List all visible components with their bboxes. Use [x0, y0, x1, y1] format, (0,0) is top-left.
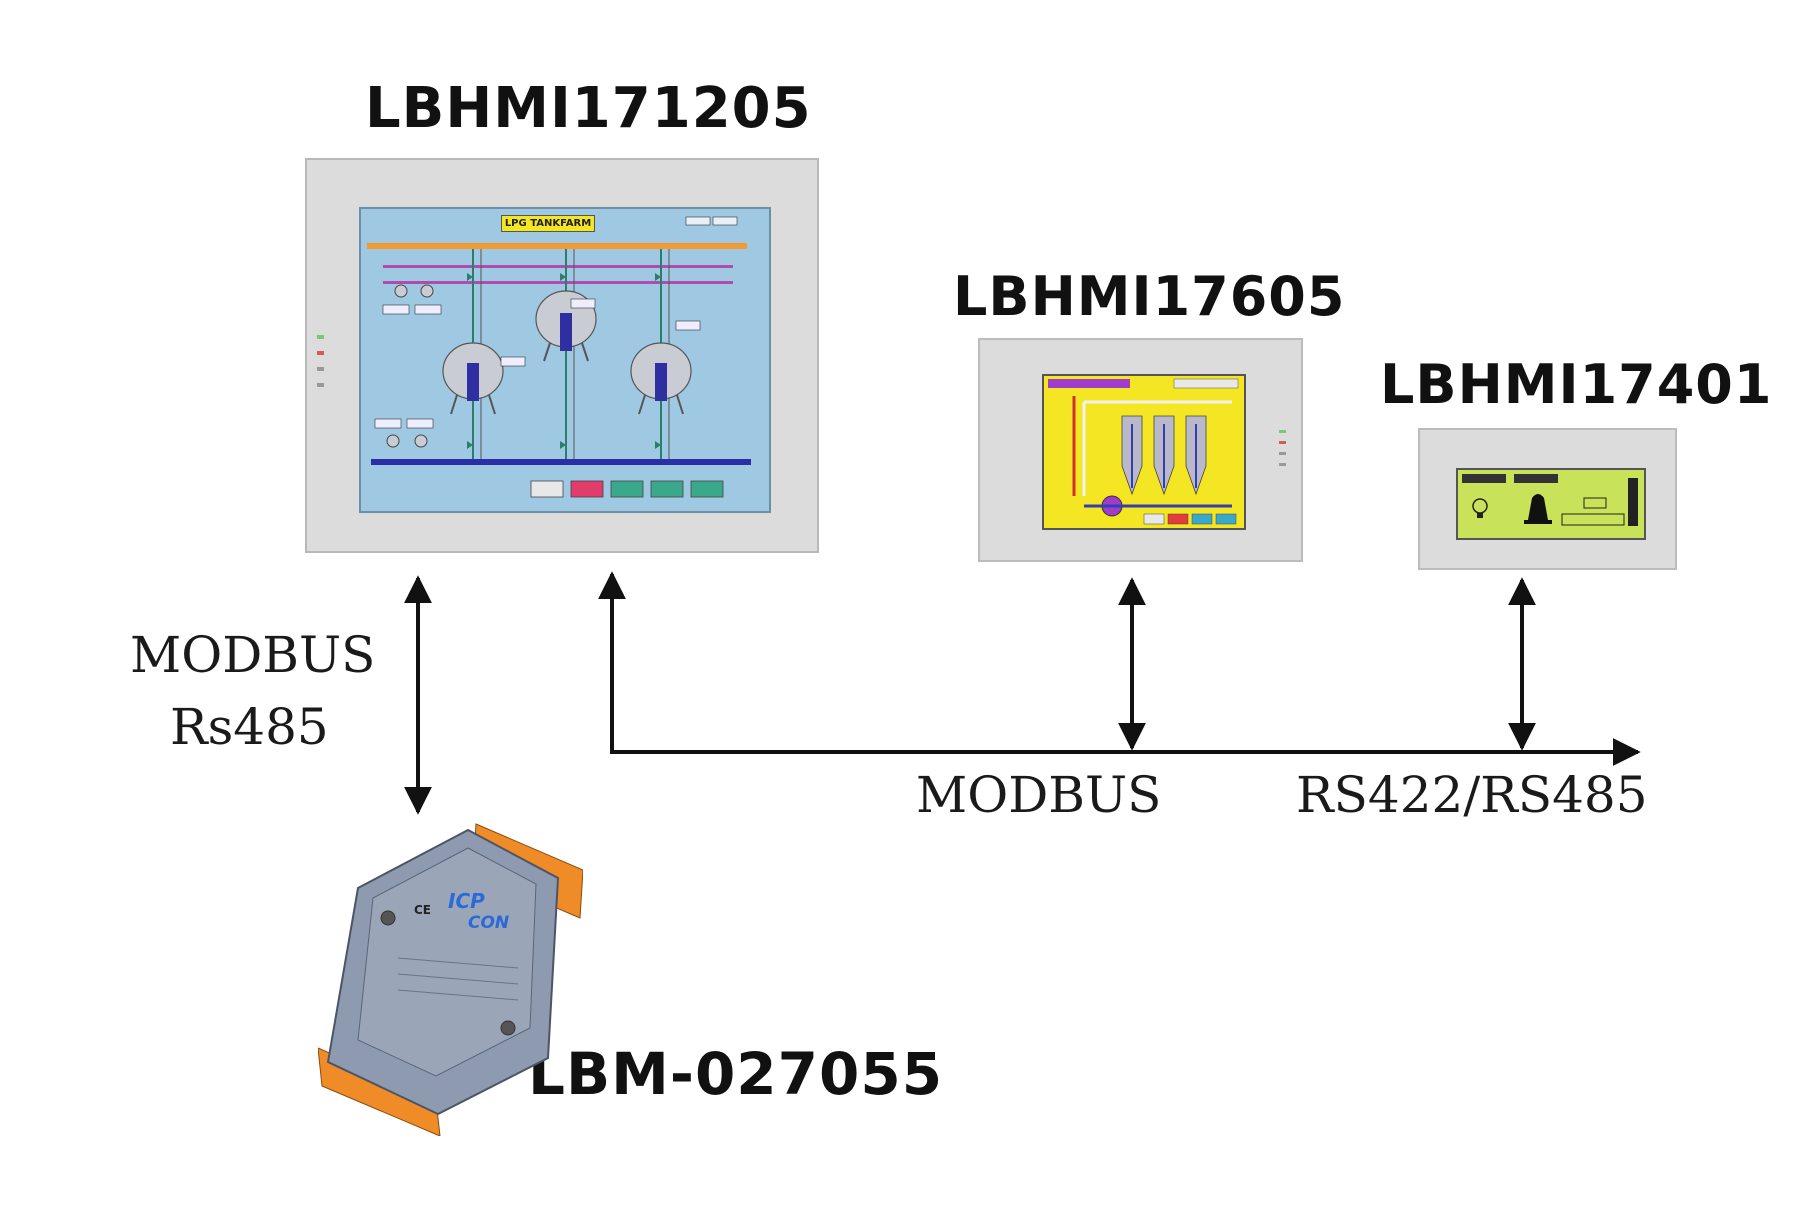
value-box: [570, 298, 596, 309]
top-header-pipe: [367, 243, 747, 249]
led-indicator: [317, 335, 324, 339]
valve: [467, 441, 473, 449]
value-box: [675, 320, 701, 331]
tank-3: [630, 342, 692, 415]
screen-button: [1167, 513, 1189, 525]
bus-protocol-label: MODBUS: [916, 766, 1162, 824]
hmi-medium-led-column: [1279, 430, 1287, 466]
pump-bottom-2: [406, 418, 434, 448]
led-indicator: [317, 383, 324, 387]
hmi-large-title: LBHMI171205: [365, 76, 812, 141]
screen-datetime-box: [685, 216, 711, 226]
left-protocol-label: MODBUS: [130, 626, 376, 684]
ce-mark: CE: [414, 903, 431, 917]
hmi-small-title: LBHMI17401: [1380, 353, 1773, 416]
hmi-small-screen: [1456, 468, 1646, 540]
hmi-large-led-column: [317, 335, 325, 395]
pump-top-2: [414, 284, 442, 315]
purple-pipe: [383, 281, 733, 284]
led-indicator: [317, 367, 324, 371]
screen-button: [610, 480, 644, 498]
screen-button: [690, 480, 724, 498]
lamp-icon: [1528, 494, 1548, 520]
lcd-tab: [1462, 474, 1506, 483]
hmi-medium-device: [978, 338, 1303, 562]
valve: [655, 273, 661, 281]
screen-datetime-box: [712, 216, 738, 226]
lamp-control-screen: [1462, 474, 1638, 526]
screw-icon: [380, 910, 396, 926]
screen-button: [570, 480, 604, 498]
pump-bottom-1: [374, 418, 402, 448]
valve: [560, 273, 566, 281]
purple-pipe: [383, 265, 733, 268]
screw-icon: [500, 1020, 516, 1036]
valve: [467, 273, 473, 281]
valve: [655, 441, 661, 449]
led-indicator: [317, 351, 324, 355]
silo-schematic: [1048, 378, 1239, 525]
brand-logo-top: ICP: [448, 889, 485, 913]
bus-standard-label: RS422/RS485: [1296, 766, 1648, 824]
screen-button: [1143, 513, 1165, 525]
screen-title-badge: LPG TANKFARM: [501, 215, 595, 232]
tank-1: [442, 342, 504, 415]
screen-header-bar: [1048, 379, 1130, 388]
screen-button: [530, 480, 564, 498]
screen-button: [650, 480, 684, 498]
screen-header-bar: [1173, 378, 1239, 389]
lcd-button: [1561, 513, 1625, 526]
hmi-medium-screen: [1042, 374, 1246, 530]
left-bus-label: Rs485: [170, 698, 329, 756]
hmi-large-screen: LPG TANKFARM: [359, 207, 771, 513]
led-indicator: [1279, 452, 1286, 455]
screen-button: [1215, 513, 1237, 525]
brand-logo-bottom: CON: [468, 913, 509, 933]
lcd-scrollbar: [1628, 478, 1638, 526]
tankfarm-schematic: [367, 216, 751, 498]
led-indicator: [1279, 441, 1286, 444]
lamp-value-box: [1583, 497, 1607, 509]
hmi-large-device: LPG TANKFARM: [305, 158, 819, 553]
io-module-device: CE ICP CON: [318, 818, 583, 1136]
io-module-title: LBM-027055: [528, 1040, 944, 1108]
screen-button: [1191, 513, 1213, 525]
bottom-header-pipe: [371, 459, 751, 465]
valve: [560, 441, 566, 449]
pump-top-1: [382, 284, 410, 315]
io-module-drawing: CE ICP CON: [318, 823, 583, 1136]
led-indicator: [1279, 430, 1286, 433]
led-indicator: [1279, 463, 1286, 466]
hmi-medium-title: LBHMI17605: [953, 265, 1346, 328]
value-box: [500, 356, 526, 367]
lcd-tab: [1514, 474, 1558, 483]
hmi-small-device: [1418, 428, 1677, 570]
